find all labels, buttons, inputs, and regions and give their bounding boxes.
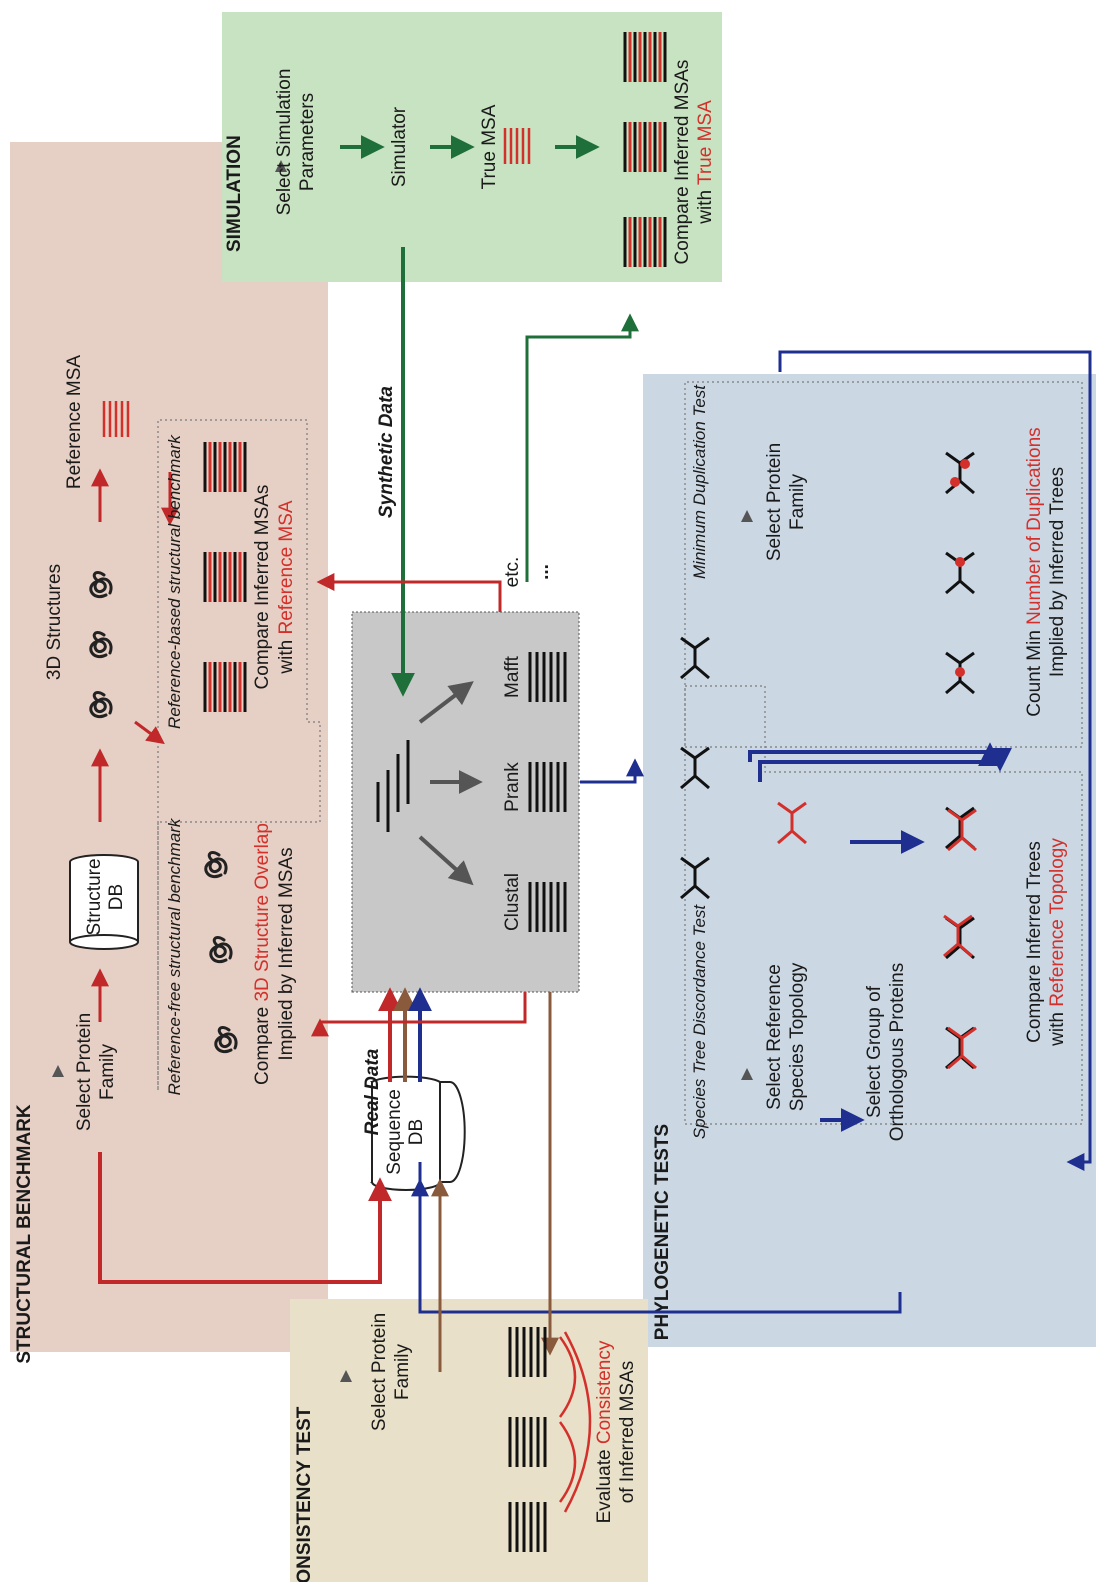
sim-inferred-msa-icon xyxy=(623,215,667,269)
3d-structures-label: 3D Structures xyxy=(44,564,65,680)
sim-select-line1: Select Simulation xyxy=(274,69,295,216)
count-highlight: Number of Duplications xyxy=(1024,427,1045,624)
phylo-compare-line1: Compare Inferred Trees xyxy=(1024,841,1045,1043)
consistency-title: CONSISTENCY TEST xyxy=(294,1406,315,1582)
synthetic-data-label: Synthetic Data xyxy=(376,386,397,518)
count-line2: Implied by Inferred Trees xyxy=(1047,467,1068,677)
count-line1: Count Min Number of Duplications xyxy=(1024,427,1045,716)
structural-title: STRUCTURAL BENCHMARK xyxy=(14,1104,35,1364)
compare-free-line1: Compare 3D Structure Overlap xyxy=(252,823,273,1085)
triangle-bullet-icon xyxy=(52,1065,64,1077)
consistency-link-icon xyxy=(558,1421,577,1503)
sim-compare-highlight: True MSA xyxy=(695,100,716,185)
more-aligners: ... xyxy=(532,564,553,580)
sim-select-line2: Parameters xyxy=(297,93,318,191)
sim-inferred-msa-icon xyxy=(623,120,667,174)
compare-free-pre: Compare xyxy=(252,1002,273,1085)
select-group-line2: Orthologous Proteins xyxy=(887,963,908,1142)
consistency-select-line1: Select Protein xyxy=(369,1313,390,1431)
phylo-compare-pre: with xyxy=(1047,1007,1068,1047)
structure-db-line1: Structure xyxy=(84,858,105,935)
consistency-link-icon xyxy=(558,1336,577,1418)
eval-line1: Evaluate Consistency xyxy=(594,1340,615,1523)
duplication-marker-icon xyxy=(955,667,965,677)
triangle-bullet-icon xyxy=(741,1068,753,1080)
sequence-db-line1: Sequence xyxy=(384,1089,405,1175)
inferred-msa-icon xyxy=(203,660,247,714)
sim-compare-pre: with xyxy=(695,185,716,225)
aligner-label-3: Mafft xyxy=(502,655,523,698)
min-dup-select-line2: Family xyxy=(787,474,808,530)
compare-based-highlight: Reference MSA xyxy=(276,500,297,634)
simulator-label: Simulator xyxy=(389,106,410,187)
structural-panel xyxy=(10,142,328,1352)
structural-select-line1: Select Protein xyxy=(74,1013,95,1131)
count-pre: Count Min xyxy=(1024,625,1045,717)
compare-based-pre: with xyxy=(276,635,297,675)
eval-highlight: Consistency xyxy=(594,1340,615,1444)
inferred-msa-icon xyxy=(203,550,247,604)
phylo-compare-highlight: Reference Topology xyxy=(1047,838,1068,1007)
reference-free-label: Reference-free structural benchmark xyxy=(165,817,184,1095)
real-data-label: Real Data xyxy=(362,1048,383,1135)
compare-based-line1: Compare Inferred MSAs xyxy=(252,485,273,690)
compare-based-line2: with Reference MSA xyxy=(276,500,297,675)
reference-based-label: Reference-based structural benchmark xyxy=(165,434,184,729)
triangle-bullet-icon xyxy=(340,1370,352,1382)
phylogenetic-panel xyxy=(643,374,1096,1347)
consistency-select-line2: Family xyxy=(392,1344,413,1400)
sim-inferred-msa-icon xyxy=(623,30,667,84)
msa-tools-box xyxy=(351,611,580,993)
duplication-marker-icon xyxy=(960,459,970,469)
compare-free-highlight: 3D Structure Overlap xyxy=(252,823,273,1001)
compare-free-line2: Implied by Inferred MSAs xyxy=(276,847,297,1060)
simulation-title: SIMULATION xyxy=(224,135,245,252)
consistency-panel xyxy=(290,1299,648,1582)
select-ref-line1: Select Reference xyxy=(764,964,785,1110)
min-dup-test-label: Minimum Duplication Test xyxy=(690,384,709,579)
sequence-db-line2: DB xyxy=(406,1119,427,1145)
sim-compare-line1: Compare Inferred MSAs xyxy=(672,60,693,265)
aligner-label-2: Prank xyxy=(502,762,523,812)
phylo-title: PHYLOGENETIC TESTS xyxy=(652,1124,673,1340)
species-test-label: Species Tree Discordance Test xyxy=(690,904,709,1140)
aligner-label-1: Clustal xyxy=(502,873,523,931)
true-msa-label: True MSA xyxy=(479,104,500,189)
eval-line2: of Inferred MSAs xyxy=(617,1361,638,1504)
eval-pre: Evaluate xyxy=(594,1444,615,1523)
select-ref-line2: Species Topology xyxy=(787,962,808,1111)
phylo-compare-line2: with Reference Topology xyxy=(1047,838,1068,1047)
select-group-line1: Select Group of xyxy=(864,985,885,1118)
reference-msa-label: Reference MSA xyxy=(64,355,85,489)
sim-compare-line2: with True MSA xyxy=(695,100,716,225)
duplication-marker-icon xyxy=(955,557,965,567)
triangle-bullet-icon xyxy=(741,510,753,522)
triangle-bullet-icon xyxy=(275,160,287,172)
structural-select-line2: Family xyxy=(97,1044,118,1100)
duplication-marker-icon xyxy=(950,477,960,487)
min-dup-select-line1: Select Protein xyxy=(764,443,785,561)
structure-db-cylinder xyxy=(69,854,139,950)
unaligned-sequences-icon xyxy=(376,740,410,832)
structure-db-line2: DB xyxy=(106,884,127,910)
inferred-msa-icon xyxy=(203,440,247,494)
consistency-link-icon xyxy=(563,1331,592,1513)
aligner-label-4: etc. xyxy=(502,557,523,588)
